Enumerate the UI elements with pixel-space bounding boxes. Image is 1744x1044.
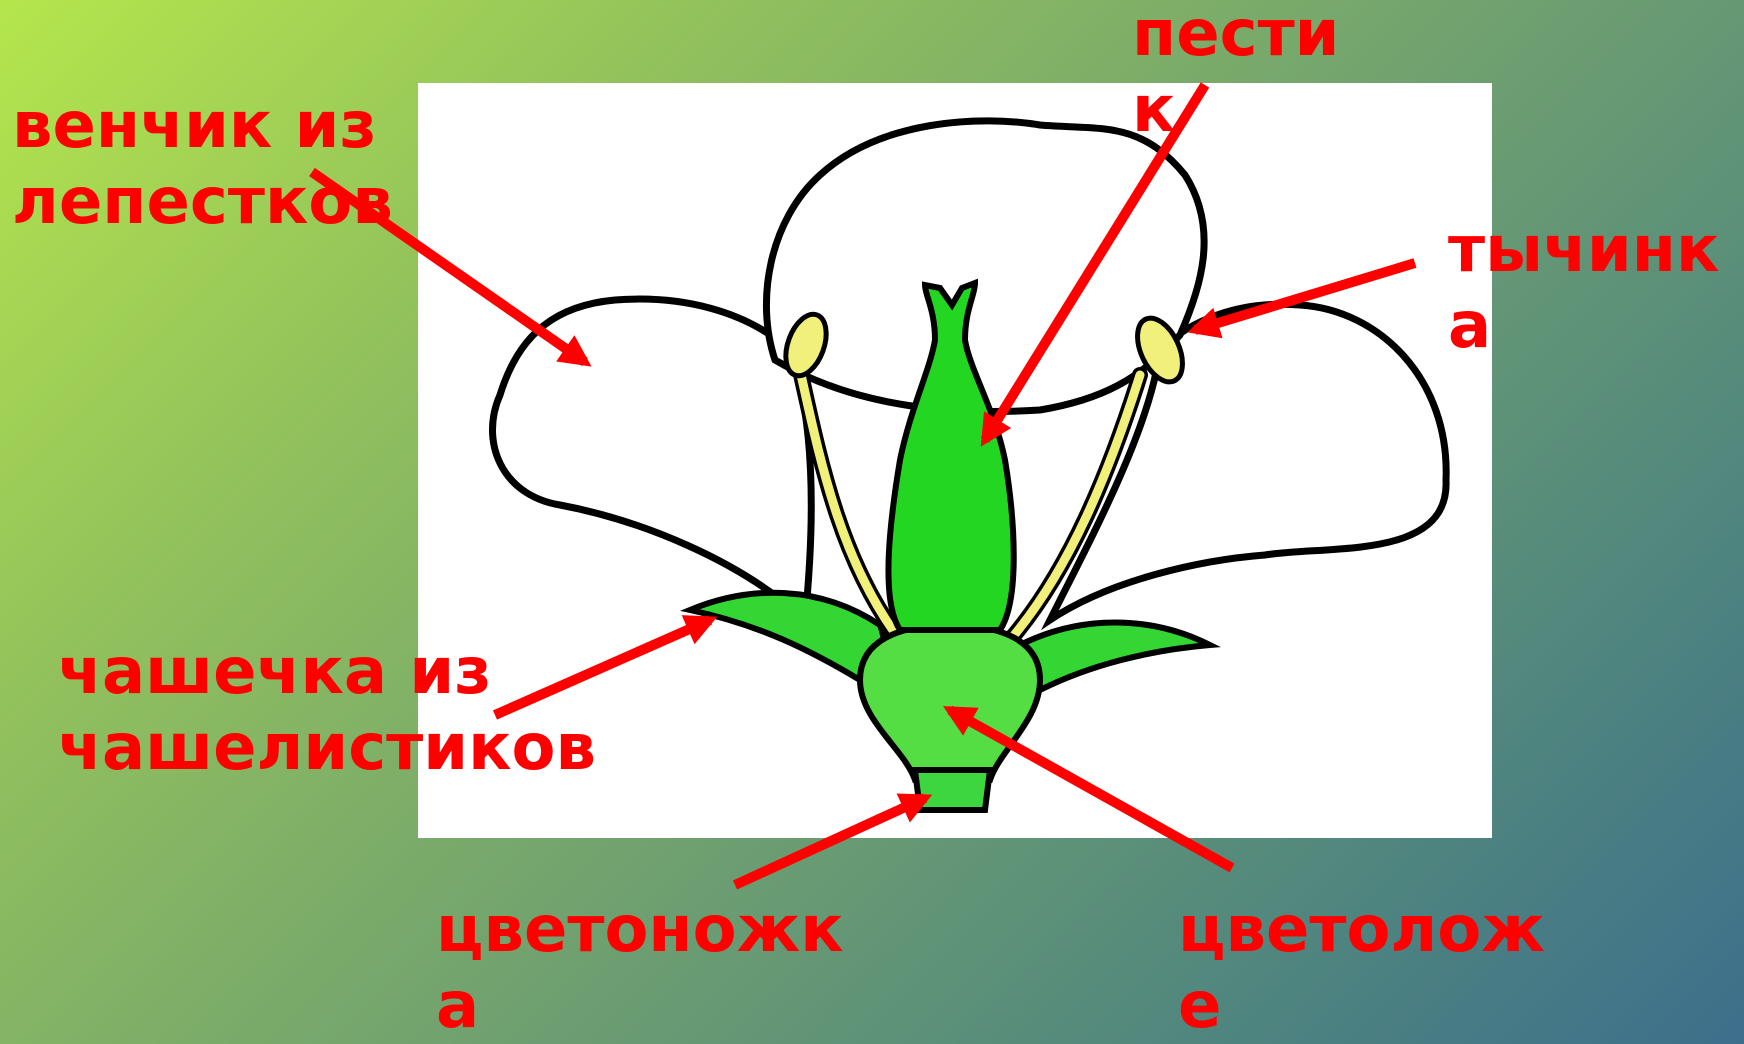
label-pistil: пести к bbox=[1132, 0, 1340, 148]
label-corolla-line1: венчик из bbox=[12, 88, 393, 164]
label-corolla: венчик из лепестков bbox=[12, 88, 393, 240]
label-pistil-line1: пести bbox=[1132, 0, 1340, 72]
label-receptacle: цветолож е bbox=[1178, 892, 1545, 1044]
label-pistil-line2: к bbox=[1132, 72, 1340, 148]
label-pedicel: цветоножк а bbox=[436, 892, 844, 1044]
label-pedicel-line1: цветоножк bbox=[436, 892, 844, 968]
label-receptacle-line2: е bbox=[1178, 968, 1545, 1044]
label-corolla-line2: лепестков bbox=[12, 164, 393, 240]
label-calyx-line1: чашечка из bbox=[58, 634, 596, 710]
label-stamen-line2: а bbox=[1448, 288, 1719, 364]
label-pedicel-line2: а bbox=[436, 968, 844, 1044]
label-receptacle-line1: цветолож bbox=[1178, 892, 1545, 968]
label-stamen: тычинк а bbox=[1448, 212, 1719, 364]
label-calyx-line2: чашелистиков bbox=[58, 710, 596, 786]
label-stamen-line1: тычинк bbox=[1448, 212, 1719, 288]
pedicel bbox=[915, 770, 990, 810]
label-calyx: чашечка из чашелистиков bbox=[58, 634, 596, 786]
